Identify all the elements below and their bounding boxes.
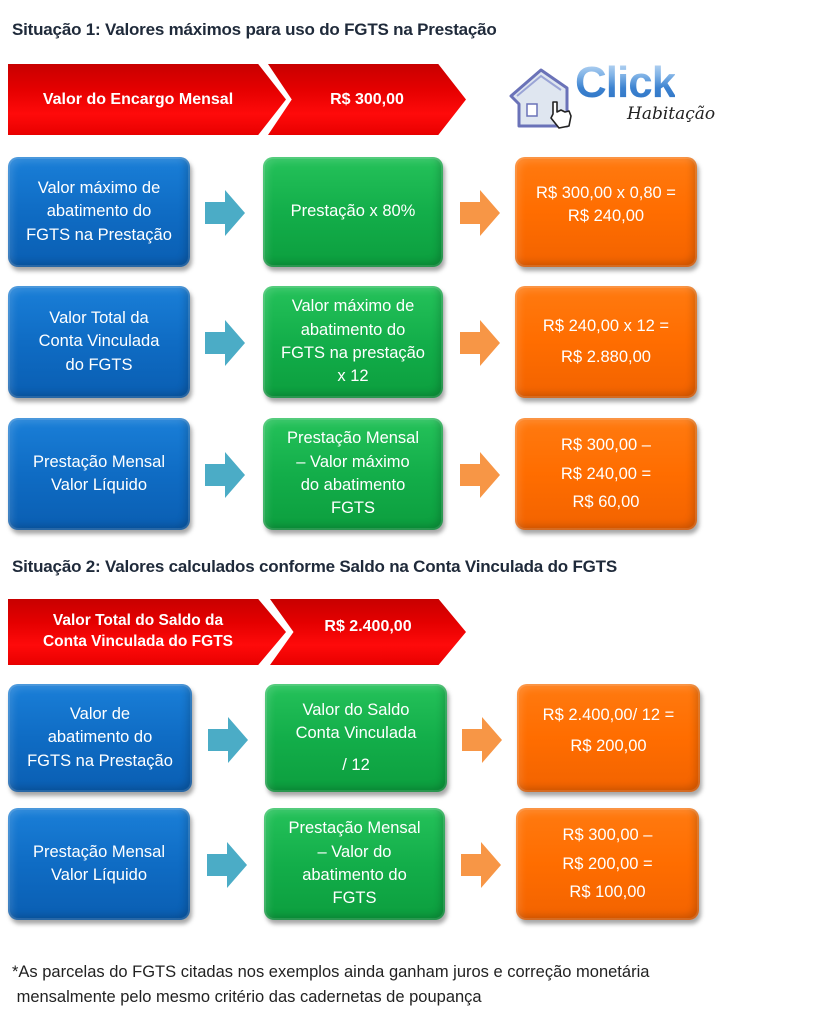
saldo-value-chevron: R$ 2.400,00: [270, 599, 466, 665]
row2-formula-line: abatimento do: [300, 320, 406, 339]
row4-result-line: R$ 2.400,00/ 12 =: [542, 705, 675, 724]
teal-arrow-icon: [205, 320, 245, 366]
row2-formula-line: x 12: [337, 367, 369, 386]
row1-description-line: Valor máximo de: [37, 178, 161, 197]
row5-result-line: R$ 200,00 =: [562, 854, 653, 873]
row4-formula-line: Valor do Saldo: [302, 700, 410, 719]
row3-description-line: Valor Líquido: [50, 476, 147, 494]
row2-description-line: do FGTS: [65, 355, 133, 374]
row2-result-line: R$ 2.880,00: [561, 348, 651, 366]
row5-formula-line: – Valor do: [317, 842, 392, 861]
row2-result-line: R$ 240,00 x 12 =: [542, 316, 670, 335]
orange-arrow-icon: [460, 190, 500, 236]
row1-description-line: abatimento do: [46, 202, 152, 221]
saldo-label-line: Conta Vinculada do FGTS: [42, 633, 234, 650]
row5-formula-line: Prestação Mensal: [288, 819, 421, 838]
row3-formula-line: do abatimento: [300, 476, 406, 494]
row5-result-box: R$ 300,00 – R$ 200,00 = R$ 100,00: [516, 808, 699, 920]
row4-result-line: R$ 200,00: [570, 737, 647, 755]
row4-description-box: Valor de abatimento do FGTS na Prestação: [8, 684, 192, 792]
encargo-label-chevron: Valor do Encargo Mensal: [8, 64, 286, 135]
encargo-label: Valor do Encargo Mensal: [42, 90, 234, 108]
saldo-value: R$ 2.400,00: [324, 618, 412, 636]
row2-formula-line: Valor máximo de: [291, 297, 415, 316]
row5-description-line: Valor Líquido: [50, 866, 147, 884]
row2-description-box: Valor Total da Conta Vinculada do FGTS: [8, 286, 190, 398]
row5-description-line: Prestação Mensal: [32, 842, 166, 861]
orange-arrow-icon: [460, 320, 500, 366]
row3-formula-box: Prestação Mensal – Valor máximo do abati…: [263, 418, 443, 530]
row3-result-line: R$ 60,00: [572, 493, 640, 512]
row4-description-line: FGTS na Prestação: [27, 751, 173, 770]
saldo-label-chevron: Valor Total do Saldo da Conta Vinculada …: [8, 599, 286, 665]
row3-formula-line: Prestação Mensal: [286, 429, 420, 448]
row1-description-box: Valor máximo de abatimento do FGTS na Pr…: [8, 157, 190, 267]
row2-result-box: R$ 240,00 x 12 = R$ 2.880,00: [515, 286, 697, 398]
logo-brand: Click: [575, 58, 676, 107]
row3-formula-line: – Valor máximo: [296, 452, 410, 471]
row4-description-line: abatimento do: [47, 728, 153, 747]
situation-2-title: Situação 2: Valores calculados conforme …: [12, 557, 617, 576]
saldo-label-line: Valor Total do Saldo da: [52, 612, 224, 630]
row5-formula-line: FGTS: [332, 889, 377, 908]
row1-formula-box: Prestação x 80%: [263, 157, 443, 267]
row5-description-box: Prestação Mensal Valor Líquido: [8, 808, 190, 920]
logo-subtitle: Habitação: [627, 104, 716, 124]
row3-result-line: R$ 300,00 –: [561, 435, 651, 454]
teal-arrow-icon: [207, 842, 247, 888]
encargo-value-chevron: R$ 300,00: [268, 64, 466, 135]
row3-formula-line: FGTS: [330, 499, 375, 518]
row3-result-box: R$ 300,00 – R$ 240,00 = R$ 60,00: [515, 418, 697, 530]
row2-formula-box: Valor máximo de abatimento do FGTS na pr…: [263, 286, 443, 398]
row1-formula-line: Prestação x 80%: [290, 202, 416, 221]
encargo-value: R$ 300,00: [330, 90, 404, 108]
row1-result-line: R$ 300,00 x 0,80 =: [536, 183, 676, 202]
orange-arrow-icon: [462, 717, 502, 763]
orange-arrow-icon: [460, 452, 500, 498]
footnote-line-2: mensalmente pelo mesmo critério das cade…: [12, 988, 482, 1006]
row4-formula-line: Conta Vinculada: [295, 724, 417, 743]
row5-result-line: R$ 100,00: [569, 883, 646, 902]
teal-arrow-icon: [208, 717, 248, 763]
situation-1-title: Situação 1: Valores máximos para uso do …: [12, 20, 497, 39]
row5-formula-line: abatimento do: [302, 866, 407, 884]
row1-result-box: R$ 300,00 x 0,80 = R$ 240,00: [515, 157, 697, 267]
row2-formula-line: FGTS na prestação: [281, 344, 425, 362]
footnote-line-1: *As parcelas do FGTS citadas nos exemplo…: [12, 963, 650, 981]
row3-result-line: R$ 240,00 =: [560, 464, 652, 483]
row5-result-line: R$ 300,00 –: [562, 825, 653, 844]
row1-result-line: R$ 240,00: [567, 207, 645, 225]
row2-description-line: Valor Total da: [49, 308, 149, 327]
row3-description-box: Prestação Mensal Valor Líquido: [8, 418, 190, 530]
row4-result-box: R$ 2.400,00/ 12 = R$ 200,00: [517, 684, 700, 792]
row5-formula-box: Prestação Mensal – Valor do abatimento d…: [264, 808, 445, 920]
row4-description-line: Valor de: [69, 704, 131, 723]
orange-arrow-icon: [461, 842, 501, 888]
click-habitacao-logo: Click Habitação: [505, 58, 720, 135]
teal-arrow-icon: [205, 452, 245, 498]
row1-description-line: FGTS na Prestação: [26, 225, 172, 244]
row4-formula-box: Valor do Saldo Conta Vinculada / 12: [265, 684, 447, 792]
teal-arrow-icon: [205, 190, 245, 236]
house-pointer-icon: [509, 68, 572, 129]
row2-description-line: Conta Vinculada: [38, 332, 160, 351]
row3-description-line: Prestação Mensal: [32, 452, 166, 471]
row4-formula-line: / 12: [342, 755, 370, 774]
